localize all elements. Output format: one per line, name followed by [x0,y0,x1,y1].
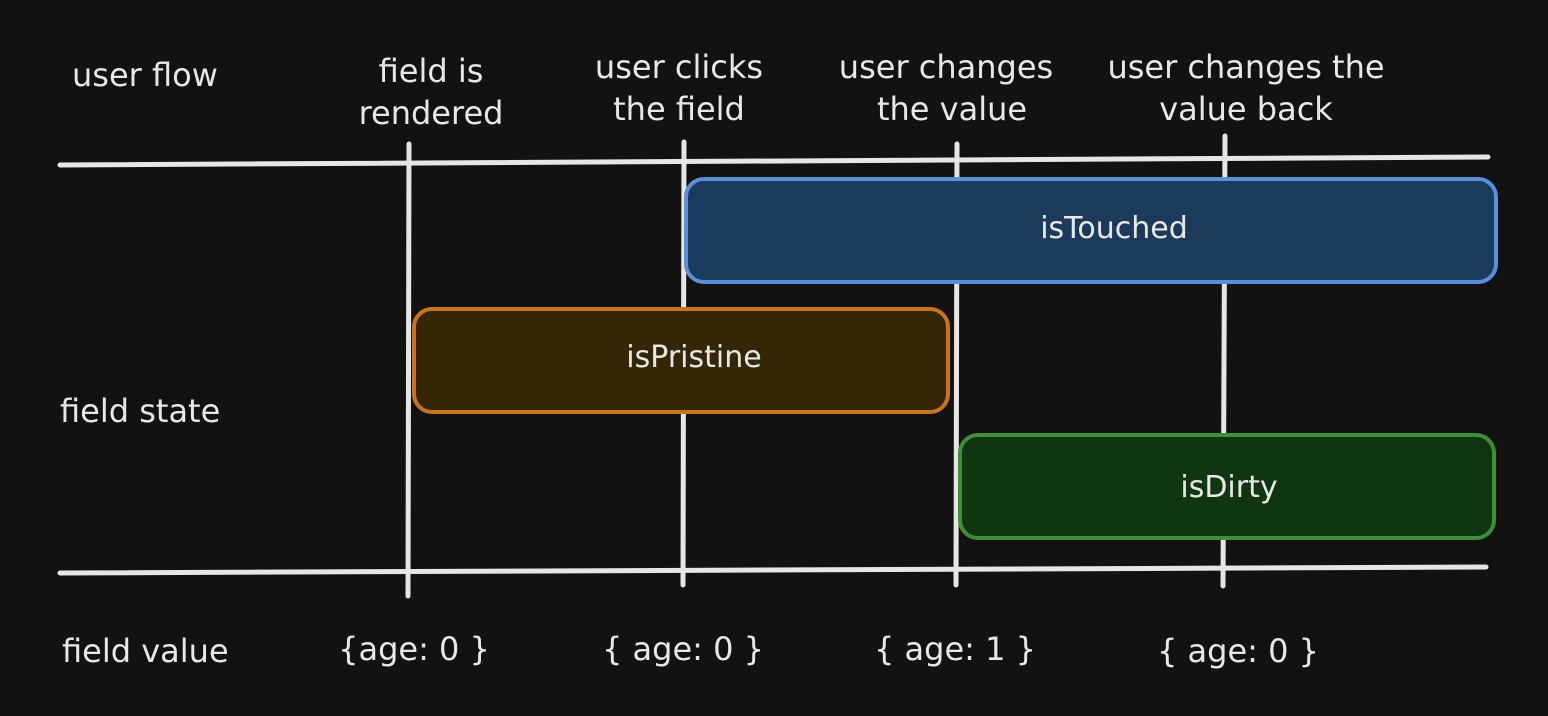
event-line-rendered [405,141,412,599]
event-clicks-line1: user clicks [595,48,763,86]
pristine-bar-label: isPristine [626,340,761,375]
dirty-state-bar: isDirty [958,433,1496,540]
event-clicks-line2: the field [613,90,745,128]
touched-bar-shape [684,177,1498,284]
event-clicks: user clicks the field [595,48,763,128]
event-changes-back-line2: value back [1159,90,1333,128]
event-changes: user changes the value [839,48,1053,128]
field-state-label: field state [60,392,220,430]
pristine-state-bar: isPristine [412,307,950,414]
event-rendered-line2: rendered [359,94,504,132]
touched-bar-label: isTouched [1040,211,1188,246]
field-value-changes-back: { age: 0 } [1157,632,1319,670]
event-rendered-line1: field is [379,52,484,90]
field-value-clicks: { age: 0 } [602,630,764,668]
dirty-bar-shape [958,433,1496,540]
event-changes-line2: the value [877,90,1027,128]
field-value-changes: { age: 1 } [874,630,1036,668]
user-flow-label: user flow [72,56,218,94]
event-changes-line1: user changes [839,48,1053,86]
dirty-bar-label: isDirty [1180,470,1277,505]
touched-state-bar: isTouched [684,177,1498,284]
field-value-rendered: {age: 0 } [338,630,490,668]
event-changes-back: user changes the value back [1107,48,1384,128]
event-changes-back-line1: user changes the [1107,48,1384,86]
event-rendered: field is rendered [359,52,504,132]
pristine-bar-shape [412,307,950,414]
bottom-boundary-line [57,564,1489,576]
field-value-label: field value [62,632,229,670]
top-boundary-line [57,154,1491,168]
